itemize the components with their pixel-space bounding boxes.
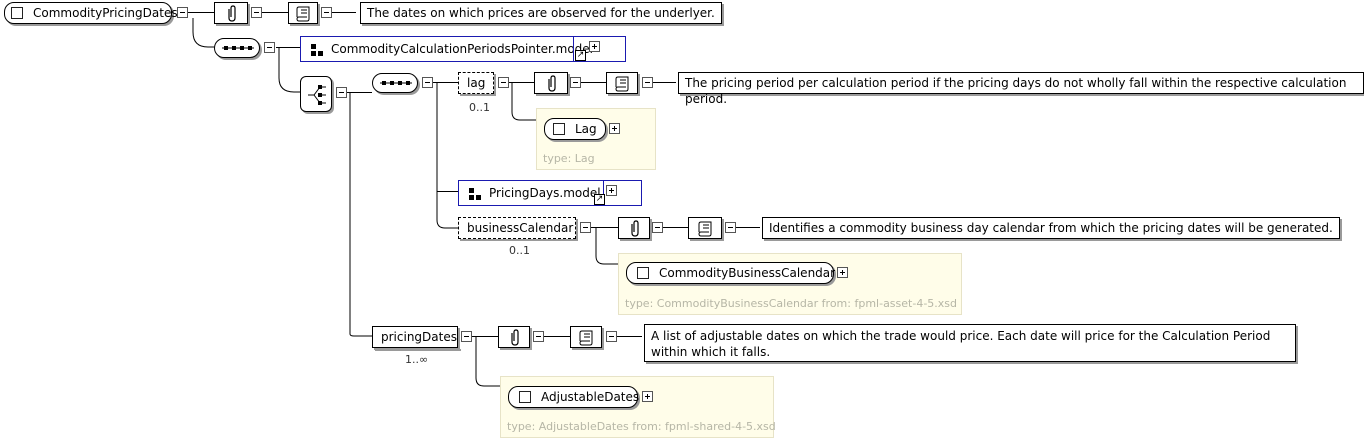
documentation-box[interactable] bbox=[688, 217, 722, 239]
type-element-label: Lag bbox=[575, 122, 597, 136]
model-group-icon bbox=[311, 44, 323, 56]
occurrence-label: 0..1 bbox=[469, 101, 490, 114]
model-group-label: PricingDays.model bbox=[489, 186, 601, 200]
annotation-box[interactable] bbox=[534, 72, 568, 94]
choice-compositor-icon bbox=[308, 85, 326, 105]
collapse-icon[interactable] bbox=[264, 42, 275, 53]
type-label: type: CommodityBusinessCalendar from: fp… bbox=[625, 297, 958, 310]
collapse-icon[interactable] bbox=[606, 331, 617, 342]
collapse-icon[interactable] bbox=[652, 222, 663, 233]
reference-arrow-icon: ↗ bbox=[594, 194, 605, 205]
sequence-compositor-icon bbox=[222, 46, 254, 50]
paperclip-icon bbox=[228, 5, 236, 22]
scroll-icon bbox=[296, 6, 310, 22]
element-business-calendar[interactable]: businessCalendar bbox=[458, 217, 576, 239]
collapse-icon[interactable] bbox=[580, 222, 591, 233]
annotation-box[interactable] bbox=[618, 217, 650, 239]
element-pricing-dates[interactable]: pricingDates bbox=[372, 326, 458, 348]
lag-documentation: The pricing period per calculation perio… bbox=[678, 72, 1364, 106]
occurrence-label: 1..∞ bbox=[405, 353, 429, 366]
element-checkbox-icon bbox=[11, 7, 23, 19]
root-element-label: CommodityPricingDates bbox=[33, 6, 178, 20]
collapse-icon[interactable] bbox=[533, 331, 544, 342]
reference-arrow-icon: ↗ bbox=[575, 50, 586, 61]
collapse-icon[interactable] bbox=[177, 7, 188, 18]
model-group-label: CommodityCalculationPeriodsPointer.model bbox=[331, 42, 594, 56]
annotation-box[interactable] bbox=[498, 326, 530, 348]
sequence-compositor-icon bbox=[380, 81, 412, 85]
type-label: type: Lag bbox=[543, 152, 595, 165]
type-label: type: AdjustableDates from: fpml-shared-… bbox=[507, 420, 776, 433]
element-checkbox-icon bbox=[519, 391, 531, 403]
documentation-box[interactable] bbox=[606, 72, 638, 94]
model-group-commodity-calculation-periods[interactable]: CommodityCalculationPeriodsPointer.model… bbox=[300, 36, 626, 62]
collapse-icon[interactable] bbox=[725, 222, 736, 233]
element-business-calendar-label: businessCalendar bbox=[467, 221, 574, 235]
sequence-compositor[interactable] bbox=[214, 38, 260, 58]
collapse-icon[interactable] bbox=[321, 7, 332, 18]
paperclip-icon bbox=[548, 75, 556, 92]
element-lag[interactable]: lag bbox=[458, 72, 494, 94]
divider bbox=[603, 180, 604, 206]
scroll-icon bbox=[579, 330, 593, 346]
type-element-label: CommodityBusinessCalendar bbox=[659, 266, 836, 280]
documentation-box[interactable] bbox=[288, 2, 318, 24]
expand-icon[interactable] bbox=[589, 41, 600, 52]
documentation-box[interactable] bbox=[570, 326, 602, 348]
expand-icon[interactable] bbox=[606, 185, 617, 196]
business-calendar-documentation: Identifies a commodity business day cale… bbox=[762, 217, 1340, 239]
occurrence-label: 0..1 bbox=[509, 244, 530, 257]
element-lag-label: lag bbox=[467, 76, 486, 90]
root-documentation: The dates on which prices are observed f… bbox=[360, 2, 722, 24]
collapse-icon[interactable] bbox=[642, 77, 653, 88]
collapse-icon[interactable] bbox=[251, 7, 262, 18]
type-element-commodity-business-calendar[interactable]: CommodityBusinessCalendar bbox=[626, 262, 836, 284]
collapse-icon[interactable] bbox=[498, 77, 509, 88]
choice-compositor[interactable] bbox=[300, 76, 332, 112]
paperclip-icon bbox=[511, 329, 519, 346]
pricing-dates-documentation: A list of adjustable dates on which the … bbox=[644, 324, 1296, 362]
expand-icon[interactable] bbox=[642, 391, 653, 402]
collapse-icon[interactable] bbox=[570, 77, 581, 88]
divider bbox=[573, 36, 574, 62]
collapse-icon[interactable] bbox=[422, 77, 433, 88]
element-checkbox-icon bbox=[553, 123, 565, 135]
model-group-pricing-days[interactable]: PricingDays.model ↗ bbox=[458, 180, 642, 206]
type-element-adjustable-dates[interactable]: AdjustableDates bbox=[508, 386, 640, 408]
expand-icon[interactable] bbox=[837, 267, 848, 278]
sequence-compositor[interactable] bbox=[372, 73, 418, 93]
expand-icon[interactable] bbox=[609, 123, 620, 134]
annotation-box[interactable] bbox=[214, 2, 248, 24]
scroll-icon bbox=[615, 76, 629, 92]
paperclip-icon bbox=[631, 220, 639, 237]
type-element-label: AdjustableDates bbox=[541, 390, 640, 404]
type-element-lag[interactable]: Lag bbox=[544, 118, 606, 140]
element-pricing-dates-label: pricingDates bbox=[381, 330, 457, 344]
model-group-icon bbox=[469, 188, 481, 200]
collapse-icon[interactable] bbox=[336, 87, 347, 98]
element-checkbox-icon bbox=[637, 267, 649, 279]
root-element[interactable]: CommodityPricingDates bbox=[4, 2, 178, 24]
stack-shadow bbox=[375, 349, 461, 351]
collapse-icon[interactable] bbox=[461, 331, 472, 342]
scroll-icon bbox=[698, 221, 712, 237]
